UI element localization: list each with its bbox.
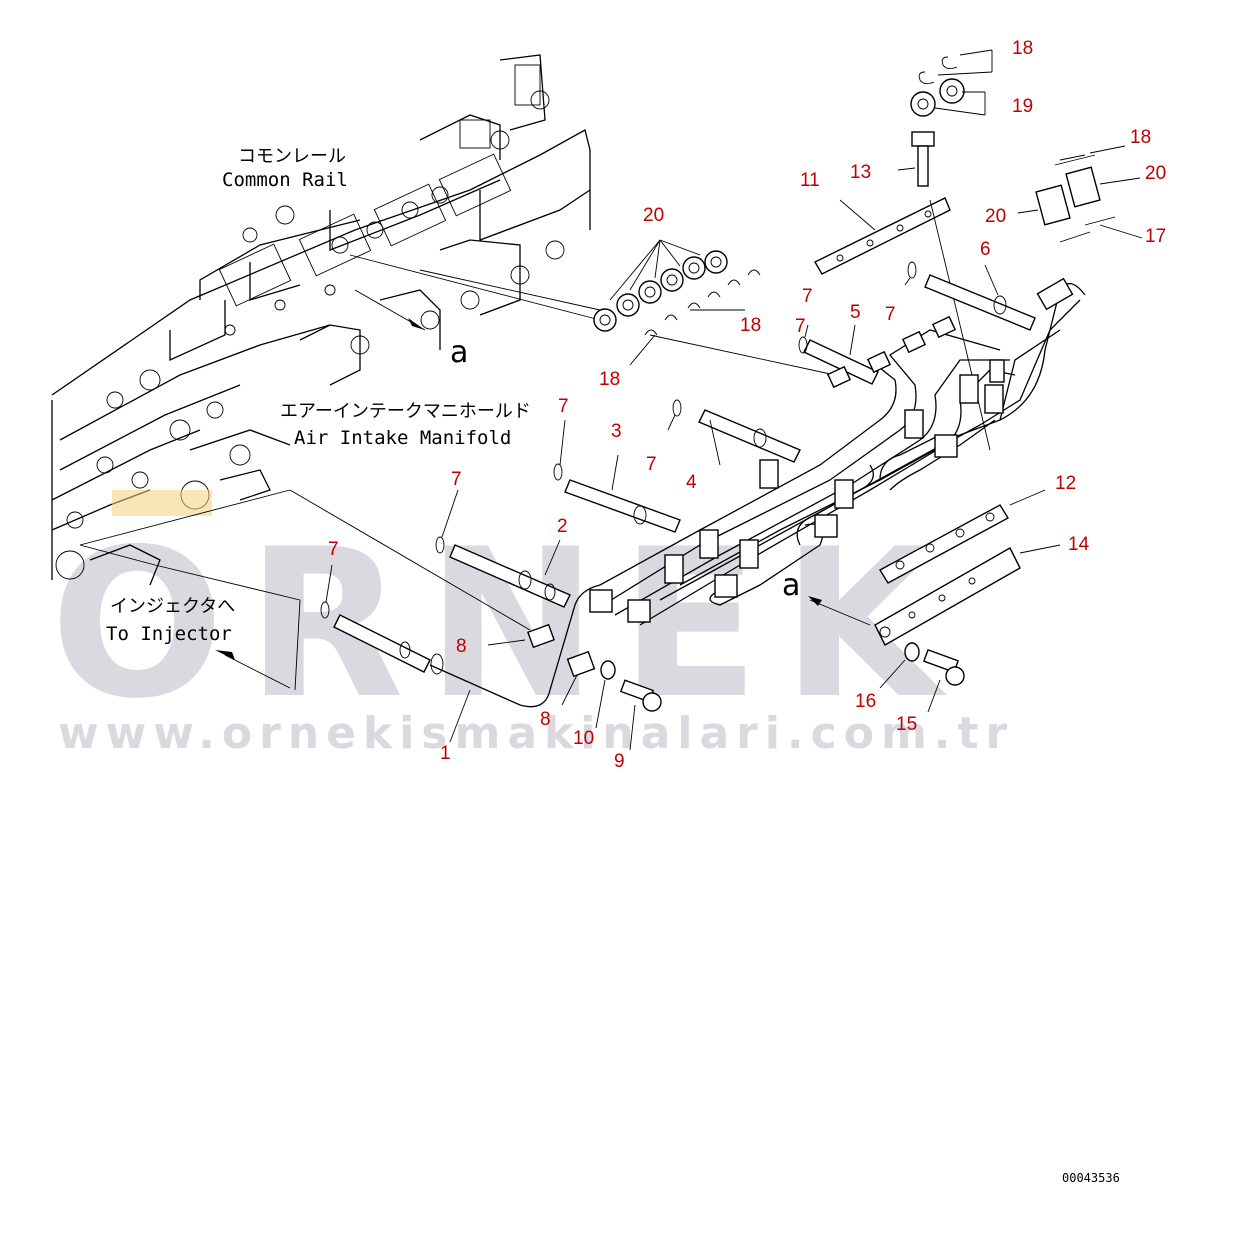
callout: 18 xyxy=(599,369,620,390)
air-intake-label-en: Air Intake Manifold xyxy=(294,427,511,449)
callout: 7 xyxy=(646,454,657,475)
callout: 7 xyxy=(795,316,806,337)
clip-cluster xyxy=(593,239,836,376)
callout: 6 xyxy=(980,239,991,260)
common-rail-label-jp: コモンレール xyxy=(238,146,346,167)
callout: 18 xyxy=(1130,127,1151,148)
callout: 19 xyxy=(1012,96,1033,117)
drawing-code: 00043536 xyxy=(1062,1171,1120,1185)
callout: 7 xyxy=(328,539,339,560)
watermark-brand: ORNEK xyxy=(50,506,963,744)
clamp-bars-12-14 xyxy=(808,489,1061,646)
common-rail-label-en: Common Rail xyxy=(222,169,348,191)
callout: 2 xyxy=(557,516,568,537)
callout: 17 xyxy=(1145,226,1166,247)
view-ref-a-1: a xyxy=(450,335,468,370)
fuel-line-bundle xyxy=(429,277,1086,708)
callout: 3 xyxy=(611,421,622,442)
callout: 18 xyxy=(1012,38,1033,59)
callouts: 18 19 18 20 20 17 20 13 11 6 7 7 5 7 18 … xyxy=(328,38,1166,772)
callout: 10 xyxy=(573,728,594,749)
callout: 7 xyxy=(802,286,813,307)
callout: 13 xyxy=(850,162,871,183)
view-ref-a-2: a xyxy=(782,568,800,603)
callout: 7 xyxy=(558,396,569,417)
callout: 9 xyxy=(614,751,625,772)
callout: 7 xyxy=(885,304,896,325)
air-intake-label-jp: エアーインテークマニホールド xyxy=(280,401,531,422)
tubes xyxy=(320,261,1036,675)
callout: 20 xyxy=(985,206,1006,227)
callout: 20 xyxy=(643,205,664,226)
callout: 8 xyxy=(540,709,551,730)
callout: 5 xyxy=(850,302,861,323)
callout: 16 xyxy=(855,691,876,712)
clamp-bar-11 xyxy=(814,197,991,451)
callout: 8 xyxy=(456,636,467,657)
callout: 18 xyxy=(740,315,761,336)
top-right-parts xyxy=(897,49,1143,243)
engine-block xyxy=(51,54,591,586)
callout: 4 xyxy=(686,472,697,493)
callout: 7 xyxy=(451,469,462,490)
hardware xyxy=(449,623,965,751)
highlighted-port xyxy=(112,490,212,516)
injector-label-jp: インジェクタへ xyxy=(110,596,235,617)
callout: 1 xyxy=(440,743,451,764)
callout: 11 xyxy=(800,170,820,191)
callout: 20 xyxy=(1145,163,1166,184)
callout: 12 xyxy=(1055,473,1076,494)
watermark-url: www.ornekismakinalari.com.tr xyxy=(58,708,1014,759)
callout: 15 xyxy=(896,714,917,735)
callout: 14 xyxy=(1068,534,1090,555)
injector-label-en: To Injector xyxy=(106,623,232,645)
